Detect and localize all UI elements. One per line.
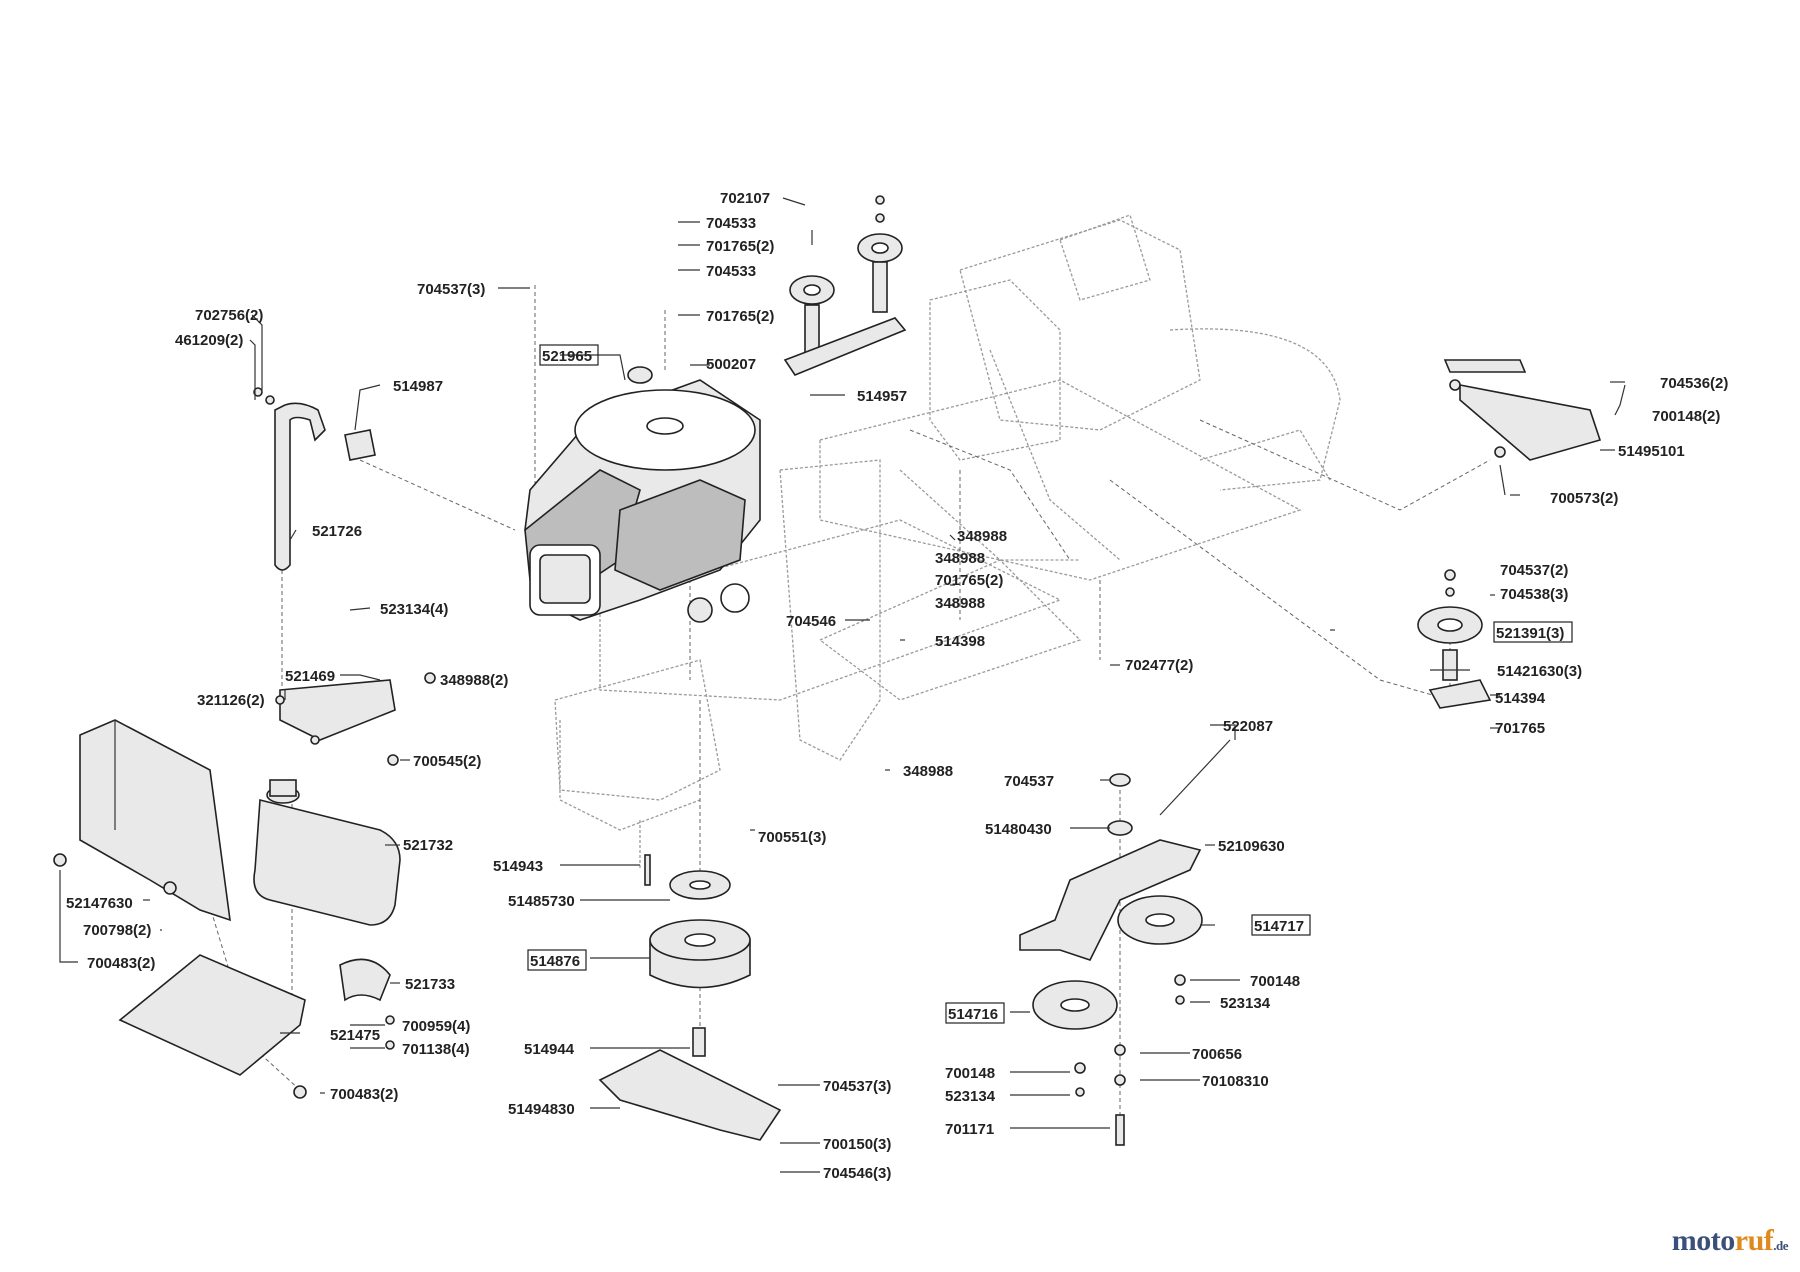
part-number-label: 514398	[935, 633, 985, 650]
part-number-label: 704533	[706, 215, 756, 232]
part-number-label: 348988	[903, 763, 953, 780]
right-pulley	[1417, 569, 1492, 709]
part-number-label: 704537(3)	[823, 1078, 891, 1095]
part-number-label: 348988(2)	[440, 672, 508, 689]
part-number-label: 700573(2)	[1550, 490, 1618, 507]
part-number-label: 701171	[945, 1121, 994, 1138]
part-number-label: 514944	[524, 1041, 575, 1058]
part-number-label: 700656	[1192, 1046, 1242, 1063]
boxed-label-frame	[527, 949, 587, 971]
brand-logo[interactable]: motoruf.de	[1671, 1224, 1789, 1258]
part-number-label: 514943	[493, 858, 543, 875]
part-number-label: 702107	[720, 190, 770, 207]
leader-lines	[59, 197, 1626, 1173]
mounting-plate	[275, 672, 436, 766]
part-number-label: 700483(2)	[330, 1086, 398, 1103]
part-number-label: 700483(2)	[87, 955, 155, 972]
part-number-label-boxed: 514717	[1254, 918, 1304, 935]
part-number-label: 521733	[405, 976, 455, 993]
chassis-frame	[554, 214, 1341, 870]
part-number-label: 700148	[945, 1065, 995, 1082]
part-number-label: 52147630	[66, 895, 133, 912]
part-number-label: 521726	[312, 523, 362, 540]
boxed-label-frame	[1493, 621, 1573, 643]
part-number-label: 704533	[706, 263, 756, 280]
upper-pulleys	[783, 195, 907, 376]
part-number-label: 700551(3)	[758, 829, 826, 846]
part-number-label: 52109630	[1218, 838, 1285, 855]
part-labels: 702107 704533 701765(2) 704533 704537(3)…	[66, 190, 1728, 1182]
part-number-label: 704546	[786, 613, 836, 630]
part-number-label: 500207	[706, 356, 756, 373]
part-number-label: 701138(4)	[402, 1041, 470, 1058]
part-number-label-boxed: 521965	[542, 348, 592, 365]
exhaust-pipe	[253, 387, 376, 571]
muffler	[253, 779, 401, 926]
idler-arm	[1019, 739, 1231, 1146]
part-number-label: 704537	[1004, 773, 1054, 790]
part-number-label: 523134	[945, 1088, 996, 1105]
part-number-label: 701765(2)	[706, 308, 774, 325]
part-number-label: 521475	[330, 1027, 380, 1044]
heat-shield	[118, 954, 395, 1099]
part-number-label: 523134(4)	[380, 601, 448, 618]
boxed-label-frame	[945, 1002, 1005, 1024]
part-number-label-boxed: 514716	[948, 1006, 998, 1023]
part-number-label: 704538(3)	[1500, 586, 1568, 603]
part-number-label-boxed: 521391(3)	[1496, 625, 1564, 642]
part-number-label: 700545(2)	[413, 753, 481, 770]
brand-name-accent: ruf	[1734, 1224, 1774, 1257]
part-number-label: 704536(2)	[1660, 375, 1728, 392]
boxed-label-frame	[539, 344, 599, 366]
part-number-label: 702477(2)	[1125, 657, 1193, 674]
part-number-label: 701765(2)	[935, 572, 1003, 589]
part-number-label: 700148(2)	[1652, 408, 1720, 425]
brand-suffix: .de	[1773, 1238, 1788, 1253]
part-number-label: 51421630(3)	[1497, 663, 1582, 680]
part-number-label: 51485730	[508, 893, 575, 910]
part-number-label: 701765(2)	[706, 238, 774, 255]
part-number-label: 704537(2)	[1500, 562, 1568, 579]
boxed-label-frame	[1251, 914, 1311, 936]
part-number-label: 348988	[935, 595, 985, 612]
part-number-label: 321126(2)	[197, 692, 265, 709]
brand-name-dark: moto	[1671, 1224, 1735, 1257]
engine	[524, 366, 761, 623]
part-number-label: 700150(3)	[823, 1136, 891, 1153]
part-number-label: 514394	[1495, 690, 1546, 707]
part-number-label: 70108310	[1202, 1073, 1269, 1090]
part-number-label: 704537(3)	[417, 281, 485, 298]
part-number-label: 348988	[957, 528, 1007, 545]
part-number-label: 701765	[1495, 720, 1545, 737]
part-number-label: 700148	[1250, 973, 1300, 990]
part-number-label: 523134	[1220, 995, 1271, 1012]
part-number-label: 461209(2)	[175, 332, 243, 349]
part-number-label: 702756(2)	[195, 307, 263, 324]
part-number-label: 514957	[857, 388, 907, 405]
part-number-label: 522087	[1223, 718, 1273, 735]
part-number-label: 51495101	[1618, 443, 1685, 460]
right-bracket	[1443, 359, 1602, 461]
part-number-label-boxed: 514876	[530, 953, 580, 970]
part-number-label: 700798(2)	[83, 922, 151, 939]
part-number-label: 51494830	[508, 1101, 575, 1118]
part-number-label: 348988	[935, 550, 985, 567]
part-number-label: 704546(3)	[823, 1165, 891, 1182]
part-number-label: 51480430	[985, 821, 1052, 838]
part-number-label: 700959(4)	[402, 1018, 470, 1035]
side-cover	[53, 719, 231, 922]
part-number-label: 514987	[393, 378, 443, 395]
part-number-label: 521469	[285, 668, 335, 685]
part-number-label: 521732	[403, 837, 453, 854]
clutch-assembly	[598, 854, 782, 1141]
